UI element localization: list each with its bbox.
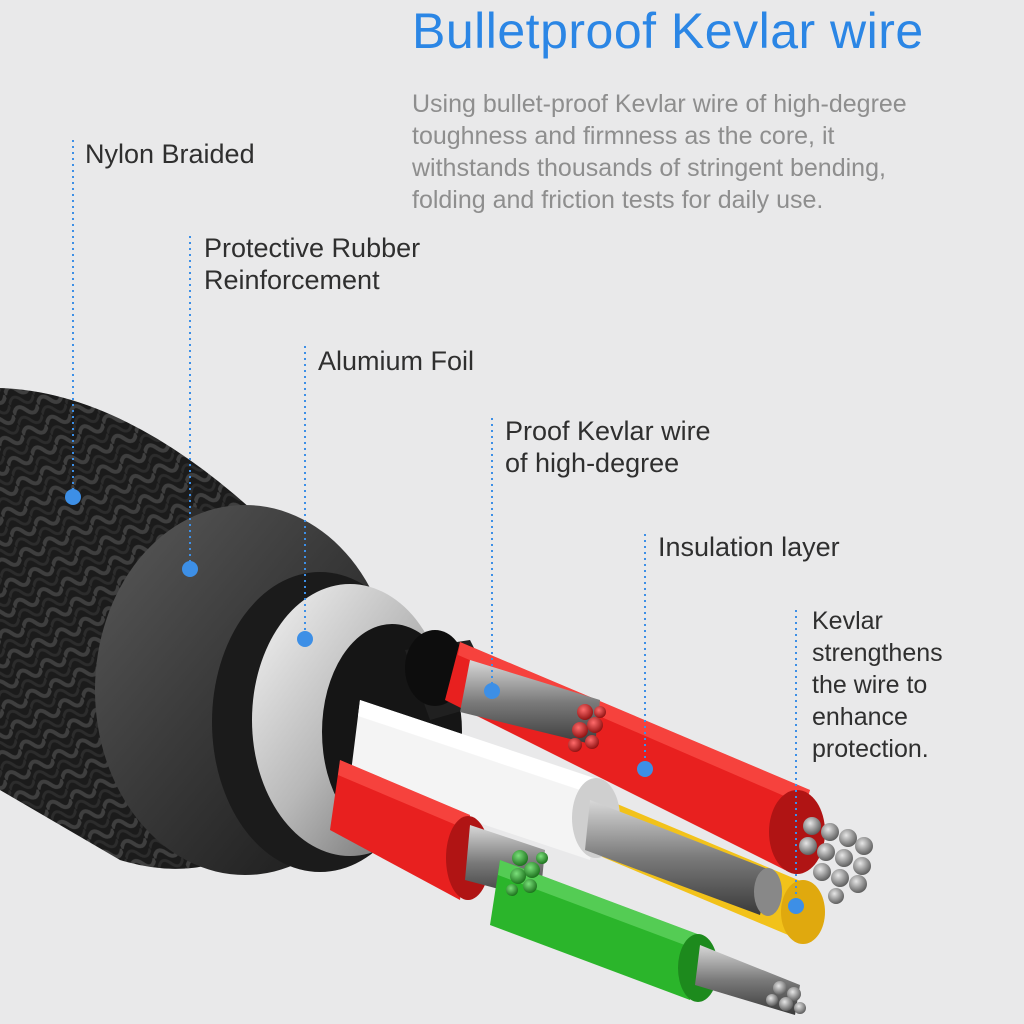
leader-lines <box>72 140 797 905</box>
label-line: strengthens <box>812 639 943 667</box>
page-title: Bulletproof Kevlar wire <box>412 3 924 59</box>
label-kevlar-strengthens: Kevlar strengthens the wire to enhance p… <box>812 605 943 765</box>
label-nylon-braided: Nylon Braided <box>85 138 255 170</box>
description-line: Using bullet-proof Kevlar wire of high-d… <box>412 90 907 118</box>
label-line: of high-degree <box>505 448 680 478</box>
label-line: Alumium Foil <box>318 346 475 376</box>
strand-bundle-bottom <box>766 981 806 1014</box>
label-proof-kevlar-wire: Proof Kevlar wire of high-degree <box>505 415 711 479</box>
description: Using bullet-proof Kevlar wire of high-d… <box>412 88 1012 216</box>
wire-red-bottom <box>330 760 545 900</box>
wire-white <box>350 700 782 916</box>
marker-dot <box>637 761 653 777</box>
label-line: Reinforcement <box>204 265 380 295</box>
label-insulation-layer: Insulation layer <box>658 531 840 563</box>
marker-dots <box>65 489 804 914</box>
kevlar-core-red <box>568 704 606 752</box>
label-line: protection. <box>812 735 929 763</box>
label-line: enhance <box>812 703 908 731</box>
label-protective-rubber: Protective Rubber Reinforcement <box>204 232 420 296</box>
kevlar-core-green <box>506 850 548 896</box>
label-line: Proof Kevlar wire <box>505 416 711 446</box>
marker-dot <box>182 561 198 577</box>
label-line: the wire to <box>812 671 928 699</box>
label-aluminium-foil: Alumium Foil <box>318 345 474 377</box>
label-line: Nylon Braided <box>85 139 255 169</box>
wire-green <box>490 860 800 1015</box>
marker-dot <box>788 898 804 914</box>
description-line: toughness and firmness as the core, it <box>412 122 835 150</box>
description-line: withstands thousands of stringent bendin… <box>412 154 886 182</box>
label-line: Kevlar <box>812 607 883 635</box>
marker-dot <box>484 683 500 699</box>
label-line: Insulation layer <box>658 532 840 562</box>
marker-dot <box>65 489 81 505</box>
marker-dot <box>297 631 313 647</box>
description-line: folding and friction tests for daily use… <box>412 186 824 214</box>
wire-red-top <box>445 642 825 874</box>
label-line: Protective Rubber <box>204 233 421 263</box>
strand-bundle-right <box>799 817 873 904</box>
